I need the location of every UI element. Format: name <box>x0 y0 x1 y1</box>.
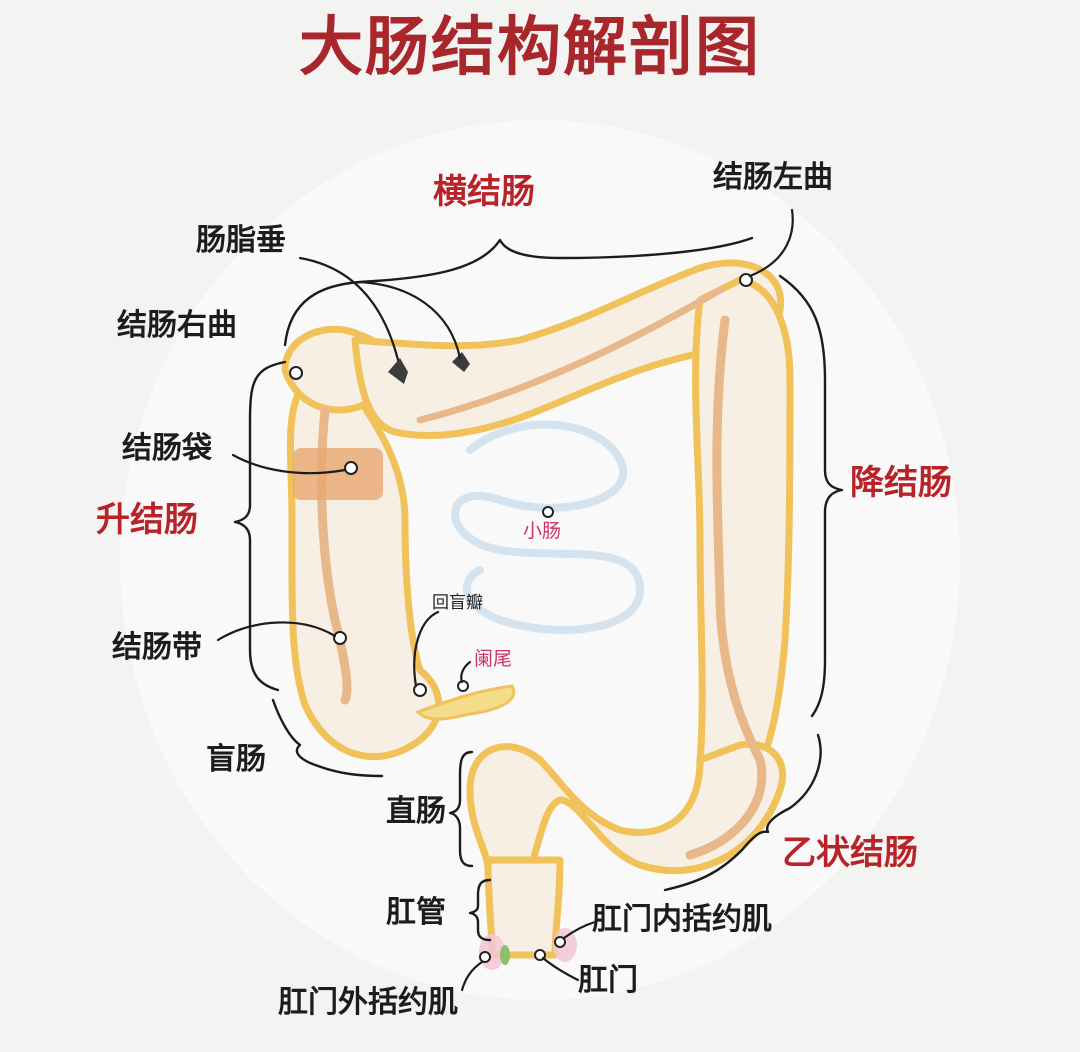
epiploic-appendix-1 <box>388 358 408 384</box>
leader-ileocecal <box>413 610 440 688</box>
label-appendix: 阑尾 <box>474 648 513 670</box>
dot-haustra <box>344 461 358 475</box>
leader-left-flexure <box>748 208 794 278</box>
dot-left-flexure <box>739 273 753 287</box>
label-left-colic-flexure: 结肠左曲 <box>713 160 833 195</box>
page-title: 大肠结构解剖图 <box>299 11 761 85</box>
label-ileocecal-valve: 回盲瓣 <box>432 593 483 613</box>
dot-small-intestine <box>542 506 554 518</box>
label-descending-colon: 降结肠 <box>850 463 952 503</box>
leader-external-sphincter <box>460 960 484 992</box>
brace-sigmoid <box>663 733 822 892</box>
leader-internal-sphincter <box>562 920 597 940</box>
leader-haustra <box>231 453 347 475</box>
label-taenia-coli: 结肠带 <box>112 630 202 665</box>
leader-taenia <box>216 621 337 642</box>
label-anal-canal: 肛管 <box>386 895 446 930</box>
label-transverse-colon: 横结肠 <box>433 172 535 212</box>
label-right-colic-flexure: 结肠右曲 <box>117 308 237 343</box>
taenia-band-transverse <box>416 286 724 424</box>
dot-taenia <box>333 631 347 645</box>
brace-cecum <box>271 698 384 778</box>
haustra-pocket <box>293 448 383 500</box>
taenia-band-descending <box>685 315 767 860</box>
dot-ileocecal-valve <box>413 683 427 697</box>
sphincter-green-mark <box>500 945 510 965</box>
brace-ascending <box>233 360 287 692</box>
small-intestine-loops <box>451 420 645 634</box>
brace-rectum <box>448 750 474 868</box>
epiploic-appendix-2 <box>452 352 470 372</box>
label-anus: 肛门 <box>578 963 638 998</box>
label-internal-anal-sphincter: 肛门内括约肌 <box>592 902 772 937</box>
appendix-shape <box>415 684 516 721</box>
dot-external-sphincter <box>479 951 491 963</box>
label-ascending-colon: 升结肠 <box>96 500 198 540</box>
label-cecum: 盲肠 <box>206 742 266 777</box>
dot-appendix <box>457 680 469 692</box>
rectum-shape <box>484 856 564 959</box>
leader-epiploic-2 <box>358 280 462 360</box>
brace-anal-canal <box>468 878 492 942</box>
label-small-intestine: 小肠 <box>523 520 562 542</box>
label-external-anal-sphincter: 肛门外括约肌 <box>278 985 458 1020</box>
label-rectum: 直肠 <box>386 794 446 829</box>
dot-internal-sphincter <box>554 936 566 948</box>
leader-anus <box>541 956 580 982</box>
label-sigmoid-colon: 乙状结肠 <box>782 833 918 873</box>
brace-transverse <box>283 236 754 347</box>
dot-right-flexure <box>289 366 303 380</box>
leader-epiploic-1 <box>298 256 400 362</box>
label-epiploic-appendices: 肠脂垂 <box>196 223 286 258</box>
leader-appendix <box>460 660 472 684</box>
brace-descending <box>778 274 844 718</box>
label-haustra: 结肠袋 <box>122 431 212 466</box>
